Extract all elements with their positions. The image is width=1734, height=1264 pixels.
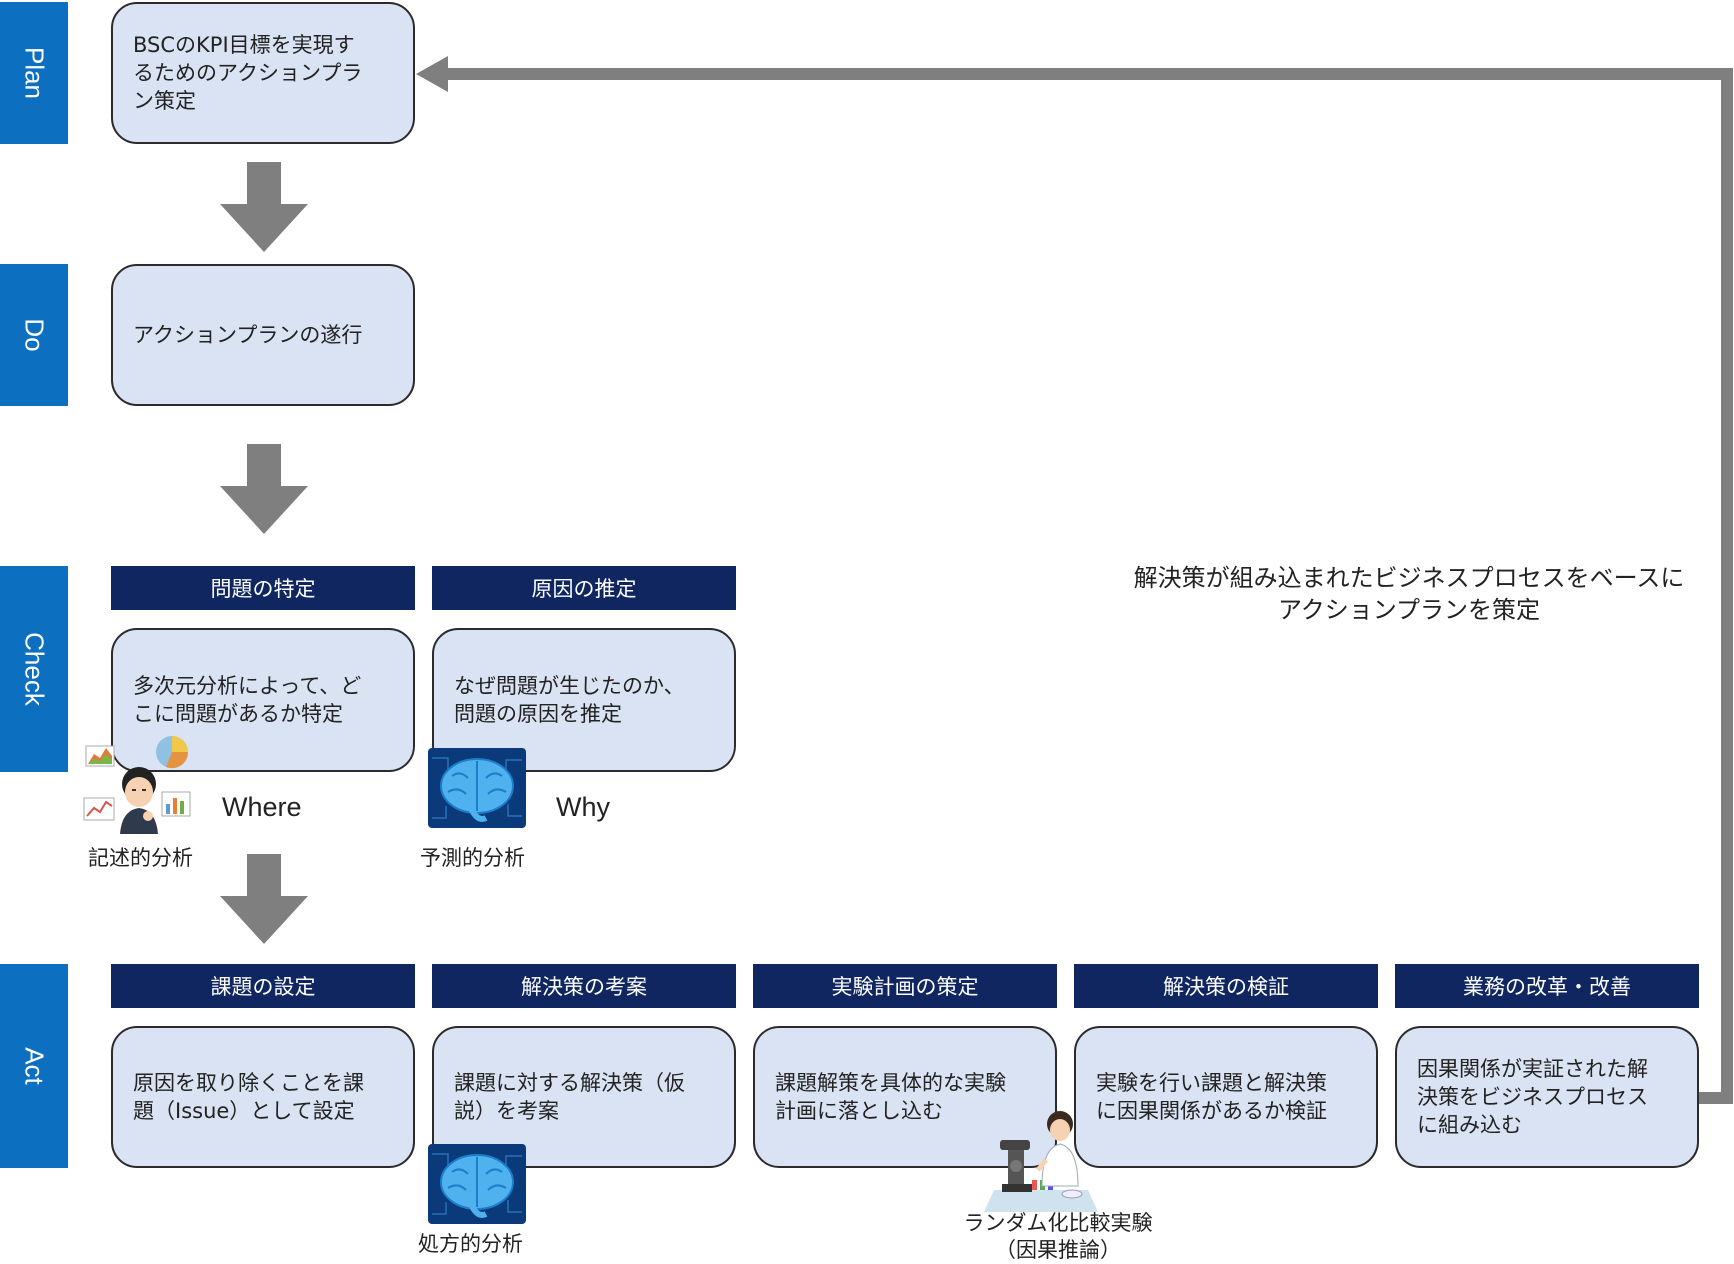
check-header-cause: 原因の推定	[432, 566, 736, 610]
plan-box-text: BSCのKPI目標を実現す るためのアクションプラ ン策定	[133, 33, 363, 113]
act-experiment-plan-text: 課題解策を具体的な実験 計画に落とし込む	[775, 1071, 1006, 1123]
act-header-experiment-plan: 実験計画の策定	[753, 964, 1057, 1008]
act-improvement-text: 因果関係が実証された解 決策をビジネスプロセス に組み込む	[1417, 1057, 1648, 1137]
phase-check-bar: Check	[0, 566, 68, 772]
down-arrow-plan-do	[220, 162, 308, 252]
plan-box: BSCのKPI目標を実現す るためのアクションプラ ン策定	[111, 2, 415, 144]
brain-icon	[428, 748, 526, 828]
check-header-problem: 問題の特定	[111, 566, 415, 610]
rct-label: ランダム化比較実験 （因果推論）	[963, 1211, 1153, 1262]
phase-do-bar: Do	[0, 264, 68, 406]
scientist-microscope-icon	[984, 1111, 1098, 1212]
act-improvement-box: 因果関係が実証された解 決策をビジネスプロセス に組み込む	[1395, 1026, 1699, 1168]
check-cause-text: なぜ問題が生じたのか、 問題の原因を推定	[454, 674, 685, 726]
descriptive-analysis-label: 記述的分析	[88, 846, 193, 870]
check-keyword-where: Where	[222, 792, 302, 822]
act-solution-box: 課題に対する解決策（仮 説）を考案	[432, 1026, 736, 1168]
phase-act-bar: Act	[0, 964, 68, 1168]
do-box: アクションプランの遂行	[111, 264, 415, 406]
predictive-analysis-label: 予測的分析	[420, 846, 525, 870]
feedback-note: 解決策が組み込まれたビジネスプロセスをベースに アクションプランを策定	[1133, 564, 1685, 624]
act-issue-box: 原因を取り除くことを課 題（Issue）として設定	[111, 1026, 415, 1168]
phase-plan-bar: Plan	[0, 2, 68, 144]
act-solution-text: 課題に対する解決策（仮 説）を考案	[454, 1071, 685, 1123]
act-header-improvement: 業務の改革・改善	[1395, 964, 1699, 1008]
brain-icon	[428, 1144, 526, 1224]
thinking-person-with-charts-icon	[83, 736, 191, 834]
prescriptive-analysis-label: 処方的分析	[418, 1232, 523, 1256]
check-keyword-why: Why	[556, 792, 610, 822]
act-verification-box: 実験を行い課題と解決策 に因果関係があるか検証	[1074, 1026, 1378, 1168]
down-arrow-check-act	[220, 854, 308, 944]
act-experiment-plan-box: 課題解策を具体的な実験 計画に落とし込む	[753, 1026, 1057, 1168]
act-header-solution: 解決策の考案	[432, 964, 736, 1008]
act-header-issue: 課題の設定	[111, 964, 415, 1008]
down-arrow-do-check	[220, 444, 308, 534]
do-box-text: アクションプランの遂行	[133, 323, 363, 347]
act-issue-text: 原因を取り除くことを課 題（Issue）として設定	[133, 1071, 364, 1123]
act-header-verification: 解決策の検証	[1074, 964, 1378, 1008]
act-verification-text: 実験を行い課題と解決策 に因果関係があるか検証	[1096, 1071, 1327, 1123]
check-problem-text: 多次元分析によって、ど こに問題があるか特定	[133, 674, 362, 726]
